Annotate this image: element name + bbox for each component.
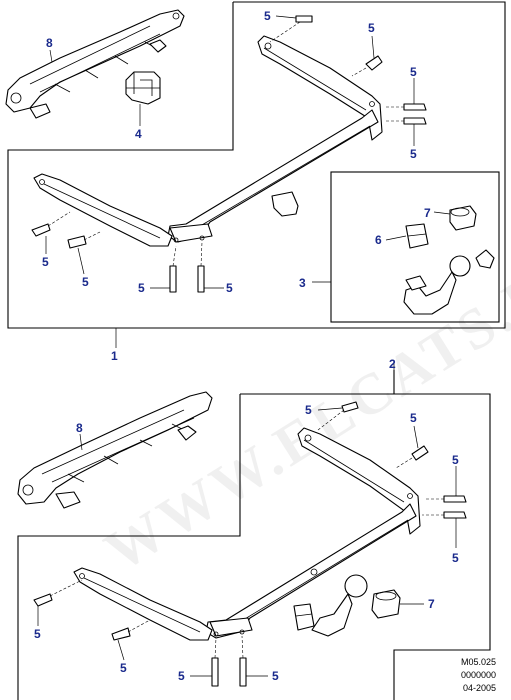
callout-5: 5 [138, 281, 145, 295]
leader-5i [317, 407, 343, 411]
ball-hitch-top [403, 249, 495, 315]
side-bracket-bottom [17, 391, 213, 509]
callout-5: 5 [368, 21, 375, 35]
callout-5: 5 [178, 669, 185, 683]
bolt-bottom-4 [422, 511, 467, 519]
bush-part-7-bottom [371, 589, 401, 619]
leader-8b [79, 433, 83, 451]
ball-hitch-bottom [293, 574, 368, 637]
towbar-top [33, 35, 383, 247]
callout-5: 5 [452, 551, 459, 565]
callout-5: 5 [410, 147, 417, 161]
frame-kit-3 [330, 171, 500, 323]
callout-3: 3 [299, 276, 306, 290]
leader-7a [433, 211, 451, 215]
callout-5: 5 [226, 281, 233, 295]
bolt-bottom-8 [239, 635, 247, 687]
callout-5: 5 [120, 661, 127, 675]
callout-5: 5 [42, 255, 49, 269]
callout-5: 5 [410, 411, 417, 425]
callout-8: 8 [46, 36, 53, 50]
bolt-top-5 [31, 211, 71, 237]
leader-5j [413, 425, 419, 449]
callout-5: 5 [410, 65, 417, 79]
bolt-bottom-3 [424, 495, 467, 503]
clip-part-4 [125, 71, 161, 105]
bolt-top-7 [169, 245, 177, 293]
towbar-bottom [73, 427, 421, 641]
callout-2: 2 [389, 357, 396, 371]
callout-7: 7 [428, 597, 435, 611]
callout-5: 5 [264, 9, 271, 23]
footer-ref: M05.025 [461, 657, 496, 667]
bolt-bottom-6 [111, 619, 151, 641]
bolt-bottom-5 [33, 579, 83, 607]
frame-assembly-2 [393, 370, 491, 700]
leader-5n [117, 639, 125, 661]
callout-1: 1 [111, 349, 118, 363]
bush-part-7-top [449, 205, 477, 231]
callout-8: 8 [76, 421, 83, 435]
footer-code: 0000000 [461, 670, 496, 680]
callout-6: 6 [375, 233, 382, 247]
bolt-top-8 [197, 241, 205, 293]
leader-6 [385, 235, 407, 241]
bolt-top-4 [384, 117, 427, 125]
footer-date: 04-2005 [463, 683, 496, 693]
callout-5: 5 [82, 275, 89, 289]
frame-left-edge [17, 394, 241, 700]
bolt-top-3 [386, 103, 427, 111]
side-bracket-top [5, 9, 185, 119]
bolt-top-2 [351, 55, 383, 77]
callout-5: 5 [34, 627, 41, 641]
leader-8a [49, 49, 53, 63]
leader-5f [77, 247, 85, 275]
callout-5: 5 [305, 403, 312, 417]
leader-5b [371, 35, 375, 59]
bolt-bottom-1 [317, 401, 359, 431]
socket-part-6 [405, 223, 429, 249]
bolt-top-1 [269, 15, 313, 43]
leader-5a [275, 15, 297, 19]
callout-4: 4 [135, 127, 142, 141]
bolt-bottom-2 [395, 445, 429, 469]
callout-5: 5 [272, 669, 279, 683]
frame-assembly-1 [7, 1, 506, 329]
bolt-top-6 [67, 231, 101, 249]
bolt-bottom-7 [211, 637, 219, 687]
callout-5: 5 [452, 453, 459, 467]
callout-7: 7 [424, 206, 431, 220]
